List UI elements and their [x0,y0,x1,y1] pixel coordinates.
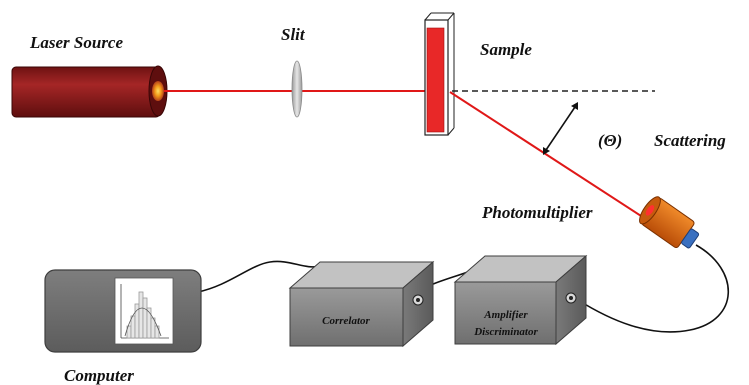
double-arrow-icon [543,102,578,155]
sample-label: Sample [480,40,532,59]
slit-label: Slit [281,25,306,44]
detector-to-amplifier-cable [577,244,730,333]
computer-label: Computer [64,366,134,385]
correlator-to-computer-cable [197,260,321,293]
amplifier-box [453,254,588,346]
laser-aperture [152,81,164,101]
cuvette-icon [424,12,455,136]
photomultiplier-label: Photomultiplier [481,203,593,222]
scattered-laser-beam [449,91,656,226]
angle-theta-label: (Θ) [598,131,622,150]
cylinder-laser-icon [11,66,161,118]
lens-slit-icon [291,60,303,118]
amplifier-label-line2: Discriminator [473,326,538,338]
correlator-label: Correlator [322,315,370,327]
photomultiplier-icon [639,196,700,249]
laser-source [11,65,168,118]
amplifier-label-line1: Amplifier [483,309,528,321]
scattering-label: Scattering [654,131,726,150]
monitor-icon [44,269,202,353]
laser-source-label: Laser Source [29,33,123,52]
histogram-plot-icon [120,284,169,339]
correlator-box [288,260,435,348]
